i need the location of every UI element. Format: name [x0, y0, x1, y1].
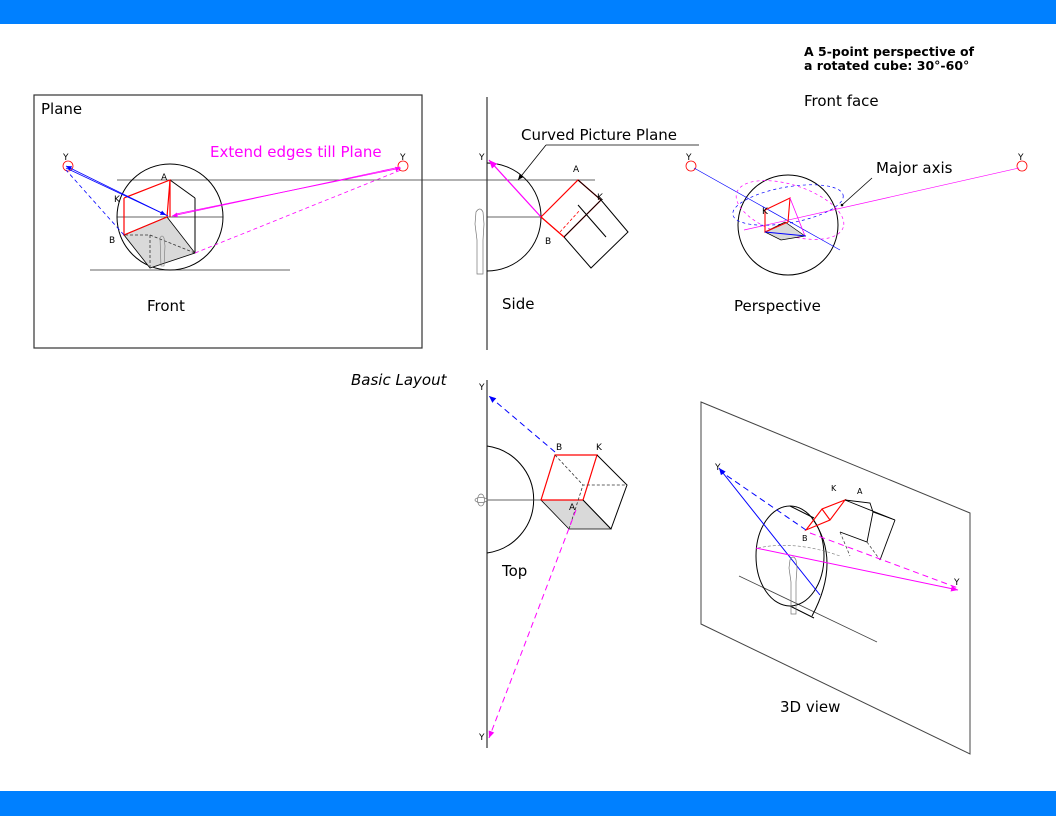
top-y-upper: Y	[478, 383, 485, 393]
figure-title-line1: A 5-point perspective of	[804, 44, 975, 59]
header-band	[0, 0, 1056, 24]
persp-y-left: Y	[685, 153, 692, 163]
top-point-b: B	[556, 443, 562, 453]
side-point-b: B	[545, 237, 551, 247]
view-sphere-perspective	[737, 174, 839, 276]
perspective-view: Y Y K	[685, 153, 1028, 276]
perspective-view-label: Perspective	[734, 297, 821, 315]
top-point-a: A	[569, 503, 576, 513]
3d-point-k: K	[831, 484, 837, 493]
3d-picture-plane	[700, 401, 971, 755]
front-point-a: A	[161, 173, 168, 183]
footer-band	[0, 791, 1056, 816]
persp-point-k: K	[762, 207, 769, 217]
major-axis-label: Major axis	[876, 159, 953, 177]
extend-edges-label: Extend edges till Plane	[210, 143, 382, 161]
curved-picture-plane-label: Curved Picture Plane	[521, 126, 678, 144]
front-point-b: B	[109, 236, 115, 246]
side-point-k: K	[597, 193, 604, 203]
side-point-a: A	[573, 165, 580, 175]
front-point-k: K	[114, 195, 121, 205]
front-face-label: Front face	[804, 92, 879, 110]
plane-label: Plane	[41, 100, 83, 118]
front-view-label: Front	[147, 297, 185, 315]
top-point-k: K	[596, 443, 603, 453]
shaded-face	[123, 216, 196, 269]
3d-y-upper: Y	[714, 463, 721, 473]
front-y-left: Y	[62, 153, 69, 163]
3d-point-a: A	[857, 487, 863, 496]
side-y: Y	[478, 153, 485, 163]
basic-layout-label: Basic Layout	[351, 371, 447, 389]
top-y-lower: Y	[478, 733, 485, 743]
3d-view: Y Y K A B	[700, 401, 971, 755]
front-view: Y Y A K B	[33, 94, 595, 349]
side-view: Y A K B	[474, 97, 699, 350]
top-view: Y Y B K A	[474, 380, 628, 748]
3d-view-label: 3D view	[780, 698, 841, 716]
figure-title: A 5-point perspective of a rotated cube:…	[804, 45, 974, 73]
side-view-label: Side	[502, 295, 535, 313]
persp-y-right: Y	[1017, 153, 1024, 163]
front-y-right: Y	[399, 153, 406, 163]
3d-point-b: B	[802, 534, 808, 543]
view-sphere-front	[116, 163, 224, 271]
figure-title-line2: a rotated cube: 30°-60°	[804, 58, 970, 73]
3d-y-right: Y	[953, 578, 960, 588]
plane-frame	[33, 94, 423, 349]
top-view-label: Top	[502, 562, 528, 580]
